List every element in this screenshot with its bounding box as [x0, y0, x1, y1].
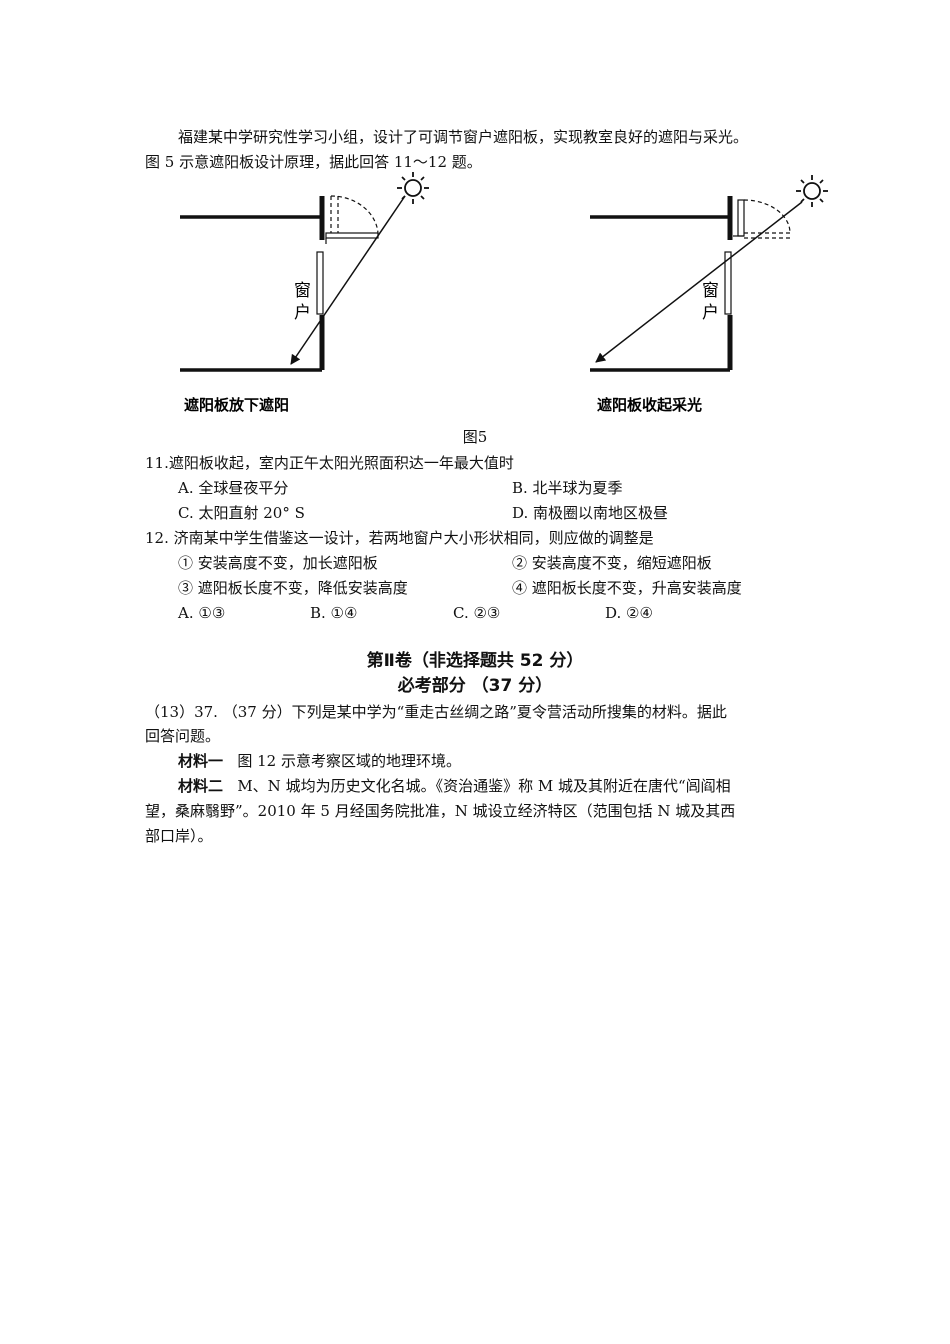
sun-ray: [290, 195, 406, 365]
sun-icon: [397, 172, 429, 204]
q12-option-d: D. ②④: [605, 604, 653, 622]
q37-line-2: 回答问题。: [145, 727, 221, 745]
shade-board: [737, 199, 745, 237]
intro-line-1: 福建某中学研究性学习小组，设计了可调节窗户遮阳板，实现教室良好的遮阳与采光。: [178, 128, 749, 146]
q12-stem: 12. 济南某中学生借鉴这一设计，若两地窗户大小形状相同，则应做的调整是: [145, 529, 654, 547]
window-pane: [724, 251, 732, 315]
material-2-line-2: 望，桑麻翳野”。2010 年 5 月经国务院批准，N 城设立经济特区（范围包括 …: [145, 802, 736, 820]
section2-subtitle: 必考部分 （37 分）: [397, 676, 553, 696]
shade-rotation-arc: [743, 199, 791, 234]
material-1: 材料一 图 12 示意考察区域的地理环境。: [178, 751, 461, 771]
figure-title: 图5: [462, 428, 488, 446]
section2-title: 第Ⅱ卷（非选择题共 52 分）: [366, 651, 584, 671]
q37-line-1: （13）37. （37 分）下列是某中学为“重走古丝绸之路”夏令营活动所搜集的材…: [145, 703, 727, 721]
q12-item-3: ③ 遮阳板长度不变，降低安装高度: [178, 579, 408, 597]
diagram-shade-down: 窗 户 遮阳板放下遮阳: [180, 172, 429, 414]
shade-board: [325, 232, 379, 239]
caption-left: 遮阳板放下遮阳: [184, 396, 289, 414]
q11-option-a: A. 全球昼夜平分: [178, 479, 289, 497]
window-label-char2: 户: [294, 303, 311, 323]
shade-rotation-arc: [330, 195, 379, 234]
sun-ray: [595, 201, 803, 363]
q12-item-4: ④ 遮阳板长度不变，升高安装高度: [512, 579, 742, 597]
window-pane: [316, 251, 324, 315]
window-label-char1: 窗: [702, 281, 719, 301]
material-2-label: 材料二: [178, 777, 224, 795]
q11-stem: 11.遮阳板收起，室内正午太阳光照面积达一年最大值时: [145, 454, 514, 472]
figure-5: 窗 户 遮阳板放下遮阳 窗 户 遮阳板收起采光: [180, 172, 828, 414]
q11-option-c: C. 太阳直射 20° S: [178, 504, 305, 522]
window-label-char1: 窗: [294, 281, 311, 301]
q12-option-b: B. ①④: [310, 604, 358, 622]
material-2-line-1: M、N 城均为历史文化名城。《资治通鉴》称 M 城及其附近在唐代“闾阎相: [237, 777, 731, 795]
q12-item-2: ② 安装高度不变，缩短遮阳板: [512, 554, 712, 572]
sun-icon: [796, 175, 828, 207]
q12-option-a: A. ①③: [178, 604, 226, 622]
q12-option-c: C. ②③: [453, 604, 501, 622]
q11-option-b: B. 北半球为夏季: [512, 479, 623, 497]
intro-line-2: 图 5 示意遮阳板设计原理，据此回答 11～12 题。: [145, 153, 482, 171]
diagram-shade-up: 窗 户 遮阳板收起采光: [590, 175, 828, 414]
window-label-char2: 户: [702, 303, 719, 323]
q11-option-d: D. 南极圈以南地区极昼: [512, 504, 669, 522]
q12-item-1: ① 安装高度不变，加长遮阳板: [178, 554, 378, 572]
material-2-line-3: 部口岸）。: [145, 827, 213, 845]
material-2: 材料二 M、N 城均为历史文化名城。《资治通鉴》称 M 城及其附近在唐代“闾阎相: [178, 776, 731, 796]
material-1-text: 图 12 示意考察区域的地理环境。: [237, 752, 461, 770]
material-1-label: 材料一: [178, 752, 224, 770]
caption-right: 遮阳板收起采光: [597, 396, 702, 414]
